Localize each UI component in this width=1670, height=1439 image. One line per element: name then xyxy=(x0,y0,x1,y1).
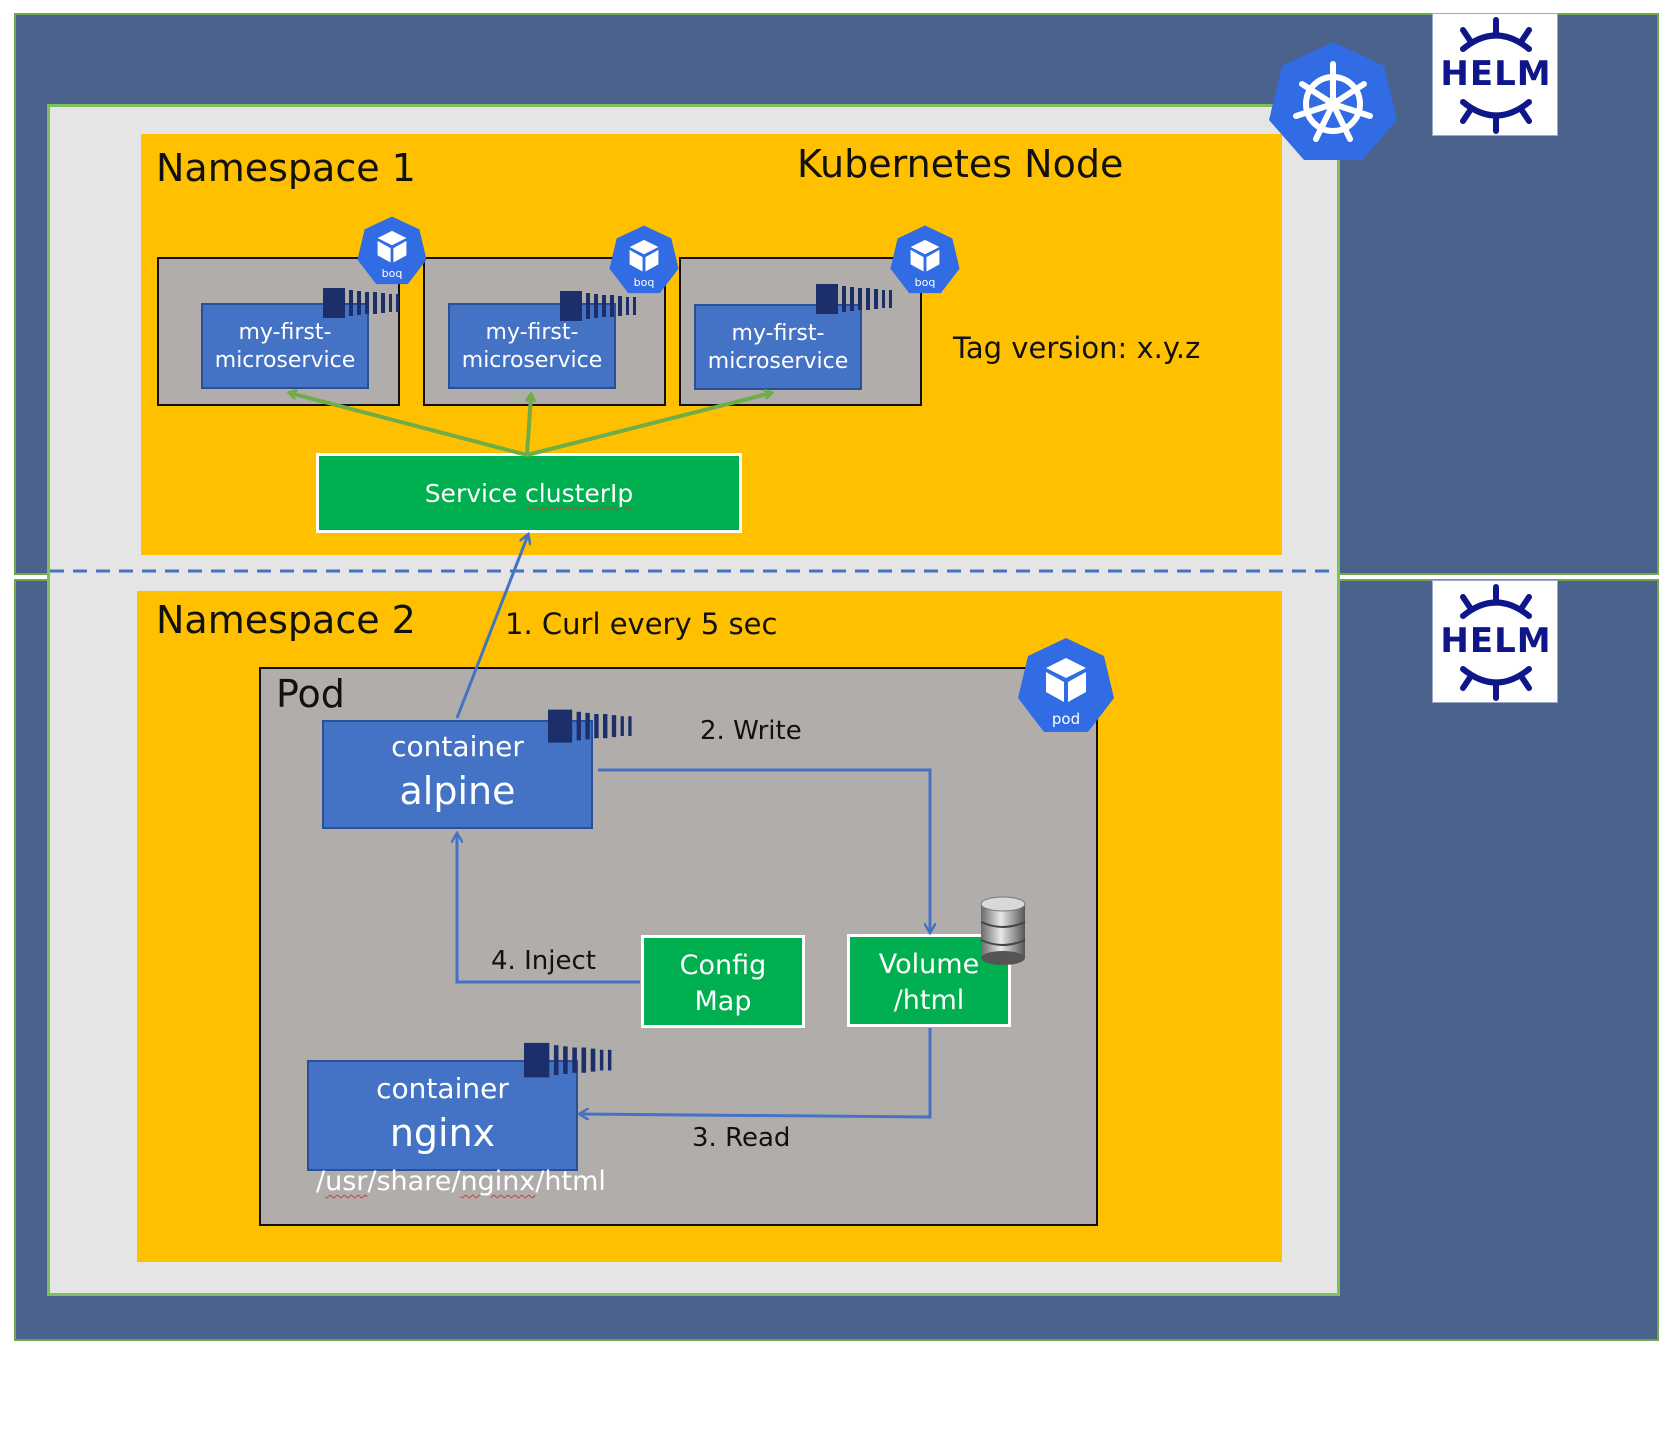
pod-cube-icon: boq xyxy=(608,224,680,296)
container-icon xyxy=(816,284,892,314)
config-map: Config Map xyxy=(641,935,805,1028)
volume-line2: /html xyxy=(893,985,965,1016)
helm-logo: HELM xyxy=(1432,580,1558,703)
namespace-1-title: Namespace 1 xyxy=(156,146,416,190)
container-icon xyxy=(560,291,636,321)
pod-cube-icon: boq xyxy=(356,215,428,287)
pod-cube-icon: pod xyxy=(1016,636,1116,736)
service-to-pod-3-arrow xyxy=(526,393,771,457)
read-label: 3. Read xyxy=(692,1123,791,1153)
volume-html: Volume /html xyxy=(847,934,1011,1027)
pod-label: Pod xyxy=(276,672,345,716)
path-part: nginx xyxy=(460,1166,536,1197)
nginx-container: container nginx xyxy=(307,1060,578,1171)
database-icon xyxy=(980,896,1026,965)
path-part: /html xyxy=(535,1166,606,1197)
write-label: 2. Write xyxy=(700,716,802,746)
pod-cube-icon: boq xyxy=(889,224,961,296)
microservice-container-3: my-first- microservice xyxy=(694,304,862,390)
alpine-container-name: alpine xyxy=(399,769,516,813)
service-type: clusterIp xyxy=(525,479,634,508)
pod-badge-label: boq xyxy=(914,276,936,289)
path-part: /share/ xyxy=(367,1166,461,1197)
microservice-name-line1: my-first- xyxy=(238,320,332,345)
kubernetes-logo-icon xyxy=(1269,42,1397,160)
container-icon xyxy=(323,288,399,318)
microservice-name-line1: my-first- xyxy=(485,320,579,345)
path-part: usr xyxy=(325,1166,368,1197)
container-icon xyxy=(548,709,632,743)
volume-line1: Volume xyxy=(878,949,980,980)
curl-arrow xyxy=(455,535,528,719)
helm-logo-text: HELM xyxy=(1440,54,1552,94)
helm-wheel-icon xyxy=(1460,17,1532,134)
helm-wheel-icon xyxy=(1460,584,1532,701)
nginx-html-path: /usr/share/nginx/html xyxy=(316,1166,606,1197)
container-icon xyxy=(524,1042,612,1078)
pod-badge-label: boq xyxy=(381,267,403,280)
microservice-name-line2: microservice xyxy=(461,348,603,373)
nginx-container-name: nginx xyxy=(389,1111,496,1155)
microservice-name-line2: microservice xyxy=(707,349,849,374)
alpine-container: container alpine xyxy=(322,720,593,829)
helm-logo: HELM xyxy=(1432,13,1558,136)
service-prefix: Service xyxy=(424,479,526,508)
curl-label: 1. Curl every 5 sec xyxy=(505,607,778,641)
config-map-line1: Config xyxy=(679,950,767,981)
read-arrow xyxy=(580,1028,932,1117)
inject-label: 4. Inject xyxy=(491,946,596,976)
tag-version-label: Tag version: x.y.z xyxy=(953,331,1201,365)
service-to-pod-1-arrow xyxy=(290,393,528,457)
helm-logo-text: HELM xyxy=(1440,621,1552,661)
pod-badge-label: boq xyxy=(633,276,655,289)
microservice-name-line2: microservice xyxy=(214,348,356,373)
kubernetes-node-label: Kubernetes Node xyxy=(797,142,1124,186)
inject-arrow xyxy=(457,834,640,984)
service-clusterip: Service clusterIp xyxy=(316,453,742,533)
microservice-name-line1: my-first- xyxy=(731,321,825,346)
write-arrow xyxy=(598,768,930,932)
alpine-container-line1: container xyxy=(391,730,524,763)
pod-badge-label: pod xyxy=(1051,710,1081,728)
namespace-2-title: Namespace 2 xyxy=(156,598,416,642)
service-to-pod-2-arrow xyxy=(525,395,531,456)
path-part: / xyxy=(316,1166,326,1197)
config-map-line2: Map xyxy=(694,986,752,1017)
nginx-container-line1: container xyxy=(376,1072,509,1105)
